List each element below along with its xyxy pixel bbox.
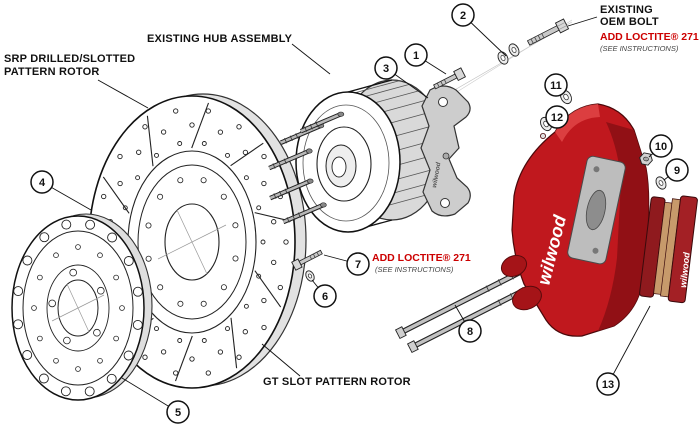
callout-1-number: 1 bbox=[413, 50, 419, 62]
label-srp-rotor-line1: SRP DRILLED/SLOTTED bbox=[4, 53, 135, 65]
washer-6 bbox=[305, 270, 315, 282]
callout-3-number: 3 bbox=[383, 63, 389, 75]
callout-5-number: 5 bbox=[175, 407, 181, 419]
callout-12: 12 bbox=[545, 105, 569, 129]
callout-1: 1 bbox=[404, 43, 428, 67]
wheel-studs bbox=[268, 111, 345, 225]
callout-13: 13 bbox=[596, 372, 620, 396]
label-leader-lines bbox=[97, 16, 598, 377]
rotor-crosshair bbox=[157, 209, 227, 275]
rotor-hat bbox=[11, 213, 153, 401]
rotor-bolt bbox=[291, 249, 323, 271]
callout-3: 3 bbox=[374, 56, 398, 80]
label-gt-rotor: GT SLOT PATTERN ROTOR bbox=[263, 376, 411, 388]
label-srp-rotor-line2: PATTERN ROTOR bbox=[4, 66, 100, 78]
callout-7: 7 bbox=[346, 252, 370, 276]
label-hub-assembly: EXISTING HUB ASSEMBLY bbox=[147, 33, 293, 45]
brake-pad-inner bbox=[639, 196, 674, 298]
labels: EXISTING HUB ASSEMBLY SRP DRILLED/SLOTTE… bbox=[4, 4, 699, 388]
label-oem-bolt-line1: EXISTING bbox=[600, 4, 653, 16]
hat-scallops bbox=[13, 219, 143, 397]
callout-10: 10 bbox=[649, 134, 673, 158]
callout-8-number: 8 bbox=[467, 326, 473, 338]
label-loctite-top-note: (SEE INSTRUCTIONS) bbox=[600, 44, 679, 53]
callout-7-number: 7 bbox=[355, 259, 361, 271]
caliper-bolt-upper bbox=[433, 67, 467, 90]
label-oem-bolt-line2: OEM BOLT bbox=[600, 16, 659, 28]
mount-nut bbox=[639, 152, 653, 166]
hat-bolt-holes bbox=[31, 244, 125, 372]
rotor-mount-holes bbox=[145, 177, 239, 307]
callout-4-number: 4 bbox=[39, 177, 46, 189]
caliper-bridge-plate bbox=[567, 155, 626, 265]
rotor-drill-holes bbox=[95, 108, 289, 376]
callout-9: 9 bbox=[665, 158, 689, 182]
oem-washer-1 bbox=[508, 43, 520, 57]
label-loctite-top: ADD LOCTITE® 271 bbox=[600, 31, 699, 43]
callout-2: 2 bbox=[451, 3, 475, 27]
label-loctite-mid-note: (SEE INSTRUCTIONS) bbox=[375, 265, 454, 274]
bleed-screw-2 bbox=[540, 132, 547, 139]
callout-8: 8 bbox=[458, 319, 482, 343]
callout-11: 11 bbox=[544, 73, 568, 97]
callout-5: 5 bbox=[166, 400, 190, 424]
pad-logo: wilwood bbox=[678, 251, 692, 288]
brake-pads: wilwood bbox=[639, 195, 698, 304]
label-loctite-mid: ADD LOCTITE® 271 bbox=[372, 252, 471, 264]
hub-assembly bbox=[268, 79, 445, 233]
caliper-bracket: wilwood bbox=[420, 85, 471, 217]
callout-13-number: 13 bbox=[602, 379, 614, 391]
hat-lug-holes bbox=[48, 268, 105, 345]
washer-9 bbox=[655, 176, 667, 190]
callout-2-number: 2 bbox=[460, 10, 466, 22]
brake-pad-outer bbox=[660, 195, 698, 304]
callout-10-number: 10 bbox=[655, 141, 667, 153]
hat-crosshair bbox=[51, 283, 105, 333]
oem-washer-2 bbox=[497, 51, 509, 65]
callout-6-number: 6 bbox=[322, 291, 328, 303]
oem-bolt bbox=[526, 18, 570, 46]
callout-6: 6 bbox=[313, 284, 337, 308]
caliper: wilwood bbox=[500, 103, 650, 337]
callout-12-number: 12 bbox=[551, 112, 563, 124]
callout-9-number: 9 bbox=[674, 165, 680, 177]
bracket-logo: wilwood bbox=[431, 161, 443, 188]
callout-4: 4 bbox=[30, 170, 54, 194]
callout-11-number: 11 bbox=[550, 80, 562, 92]
